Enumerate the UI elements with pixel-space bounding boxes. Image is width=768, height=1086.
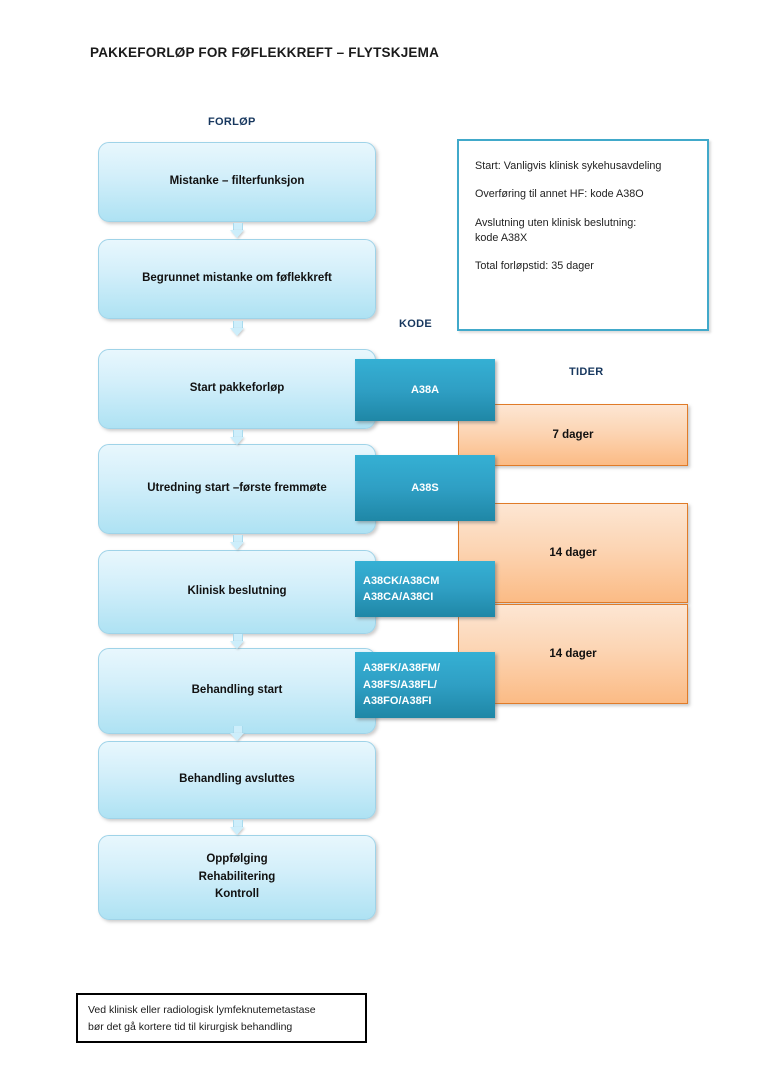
time-box-14-dager-2: 14 dager — [458, 604, 688, 704]
code-box-a38c-group: A38CK/A38CM A38CA/A38CI — [355, 561, 495, 617]
process-box-klinisk-beslutning[interactable]: Klinisk beslutning — [98, 550, 376, 634]
arrow-down-icon — [230, 726, 244, 741]
code-box-label: A38CK/A38CM A38CA/A38CI — [363, 574, 440, 604]
code-box-a38a: A38A — [355, 359, 495, 421]
code-box-label: A38A — [410, 383, 440, 396]
process-box-label: Begrunnet mistanke om føflekkreft — [142, 272, 332, 285]
process-box-utredning-start[interactable]: Utredning start –første fremmøte — [98, 444, 376, 534]
process-box-oppfolging-rehabilitering-kontroll[interactable]: Oppfølging Rehabilitering Kontroll — [98, 835, 376, 920]
footnote-box: Ved klinisk eller radiologisk lymfeknute… — [76, 993, 367, 1043]
page-title: PAKKEFORLØP FOR FØFLEKKREFT – FLYTSKJEMA — [90, 45, 440, 60]
process-box-begrunnet-mistanke[interactable]: Begrunnet mistanke om føflekkreft — [98, 239, 376, 319]
process-box-start-pakkeforlop[interactable]: Start pakkeforløp — [98, 349, 376, 429]
arrow-down-icon — [230, 820, 244, 835]
process-box-label: Mistanke – filterfunksjon — [169, 175, 305, 188]
process-box-behandling-avsluttes[interactable]: Behandling avsluttes — [98, 741, 376, 819]
arrow-down-icon — [230, 223, 244, 238]
process-box-behandling-start[interactable]: Behandling start — [98, 648, 376, 734]
time-box-label: 14 dager — [549, 547, 597, 559]
arrow-down-icon — [230, 321, 244, 336]
arrow-down-icon — [230, 535, 244, 550]
code-box-a38f-group: A38FK/A38FM/ A38FS/A38FL/ A38FO/A38FI — [355, 652, 495, 718]
info-line-total-time: Total forløpstid: 35 dager — [475, 260, 594, 273]
process-box-mistanke-filterfunksjon[interactable]: Mistanke – filterfunksjon — [98, 142, 376, 222]
time-box-label: 14 dager — [549, 648, 597, 660]
process-box-label: Start pakkeforløp — [189, 382, 285, 395]
info-line-start: Start: Vanligvis klinisk sykehusavdeling — [475, 160, 662, 172]
column-header-kode: KODE — [399, 318, 432, 330]
column-header-forlop: FORLØP — [208, 116, 256, 128]
process-box-label: Utredning start –første fremmøte — [147, 482, 327, 495]
process-box-label: Behandling avsluttes — [179, 773, 295, 786]
code-box-label: A38S — [411, 481, 439, 494]
code-box-a38s: A38S — [355, 455, 495, 521]
time-box-7-dager: 7 dager — [458, 404, 688, 466]
code-box-label: A38FK/A38FM/ A38FS/A38FL/ A38FO/A38FI — [363, 662, 441, 708]
footnote-text: Ved klinisk eller radiologisk lymfeknute… — [88, 1004, 316, 1033]
time-box-label: 7 dager — [552, 429, 594, 441]
info-line-termination: Avslutning uten klinisk beslutning: kode… — [475, 216, 637, 244]
process-box-label: Klinisk beslutning — [187, 585, 287, 598]
time-box-14-dager-1: 14 dager — [458, 503, 688, 603]
process-box-label: Oppfølging Rehabilitering Kontroll — [198, 852, 276, 901]
arrow-down-icon — [230, 430, 244, 445]
process-box-label: Behandling start — [191, 684, 283, 697]
info-box: Start: Vanligvis klinisk sykehusavdeling… — [457, 139, 709, 331]
column-header-tider: TIDER — [569, 366, 604, 378]
info-line-transfer: Overføring til annet HF: kode A38O — [475, 188, 644, 201]
arrow-down-icon — [230, 634, 244, 649]
